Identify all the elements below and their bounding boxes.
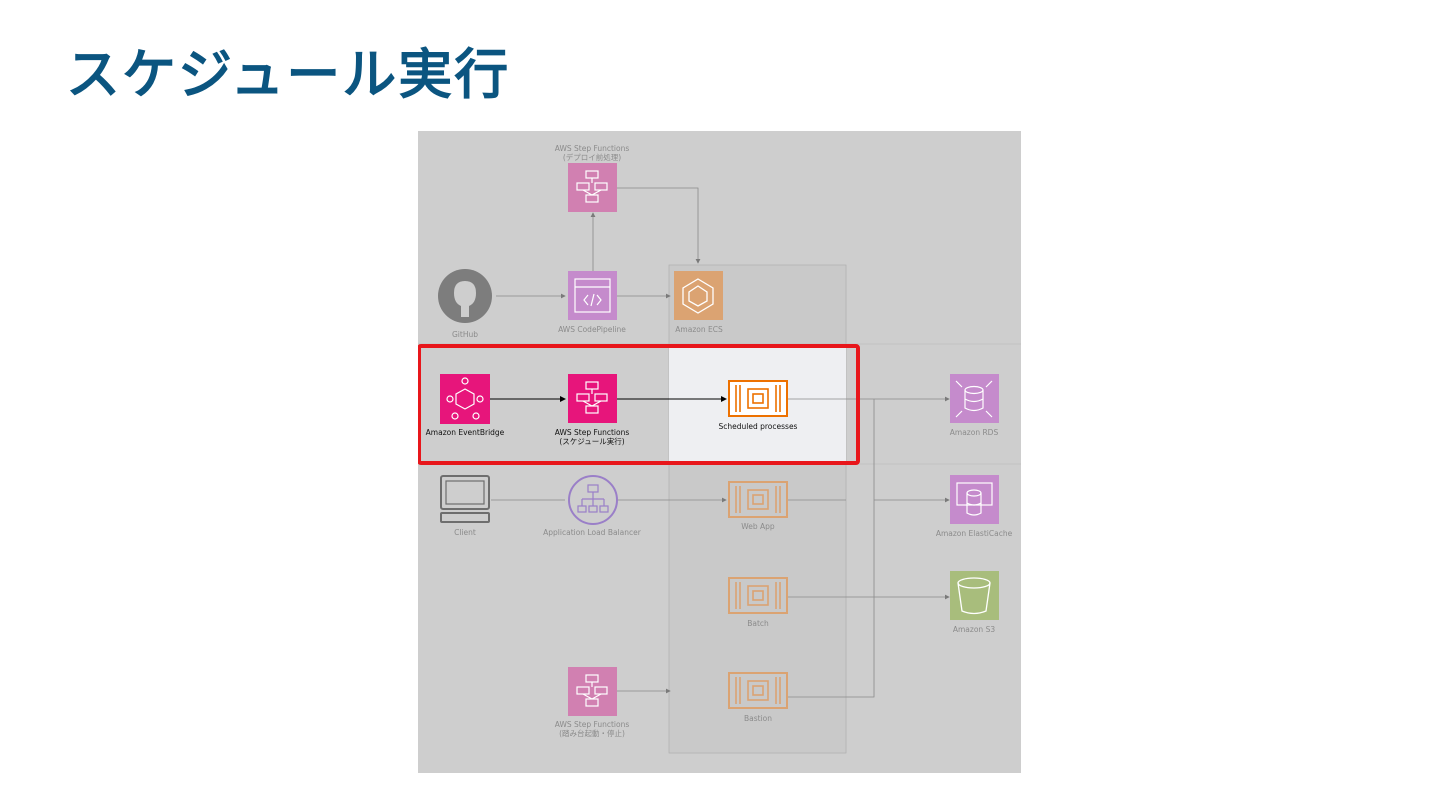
label-s3: Amazon S3 (952, 625, 996, 634)
step-functions-predeploy-icon (568, 163, 617, 212)
label-alb: Application Load Balancer (543, 528, 641, 537)
label-client: Client (454, 528, 476, 537)
step-functions-schedule-icon (568, 374, 617, 423)
label-eventbridge: Amazon EventBridge (425, 428, 505, 437)
scheduled-processes-task-icon (728, 380, 788, 417)
amazon-rds-icon (950, 374, 999, 423)
label-elasticache: Amazon ElastiCache (935, 529, 1013, 538)
label-web-app: Web App (741, 522, 775, 531)
github-icon (438, 269, 492, 323)
label-step-functions-stop: AWS Step Functions (踏み台起動・停止) (554, 720, 630, 738)
alb-icon (568, 475, 618, 525)
batch-task-icon (728, 577, 788, 614)
label-scheduled-processes: Scheduled processes (718, 422, 798, 431)
label-rds: Amazon RDS (949, 428, 999, 437)
label-batch: Batch (747, 619, 769, 628)
web-app-task-icon (728, 481, 788, 518)
amazon-eventbridge-icon (440, 374, 490, 424)
page-title: スケジュール実行 (66, 43, 511, 106)
step-functions-stop-icon (568, 667, 617, 716)
codepipeline-icon (568, 271, 617, 320)
label-github: GitHub (452, 330, 478, 339)
label-bastion: Bastion (743, 714, 772, 723)
label-step-functions-schedule: AWS Step Functions (スケジュール実行) (554, 428, 630, 446)
architecture-diagram: AWS Step Functions (デプロイ前処理) GitHub AWS … (418, 131, 1021, 773)
client-icon (440, 475, 490, 523)
label-step-functions-predeploy: AWS Step Functions (デプロイ前処理) (554, 144, 630, 162)
amazon-elasticache-icon (950, 475, 999, 524)
highlight-frame (418, 344, 860, 465)
amazon-s3-icon (950, 571, 999, 620)
label-ecs: Amazon ECS (675, 325, 723, 334)
diagram-canvas (418, 163, 1021, 754)
amazon-ecs-icon (674, 271, 723, 320)
bastion-task-icon (728, 672, 788, 709)
label-codepipeline: AWS CodePipeline (558, 325, 626, 334)
